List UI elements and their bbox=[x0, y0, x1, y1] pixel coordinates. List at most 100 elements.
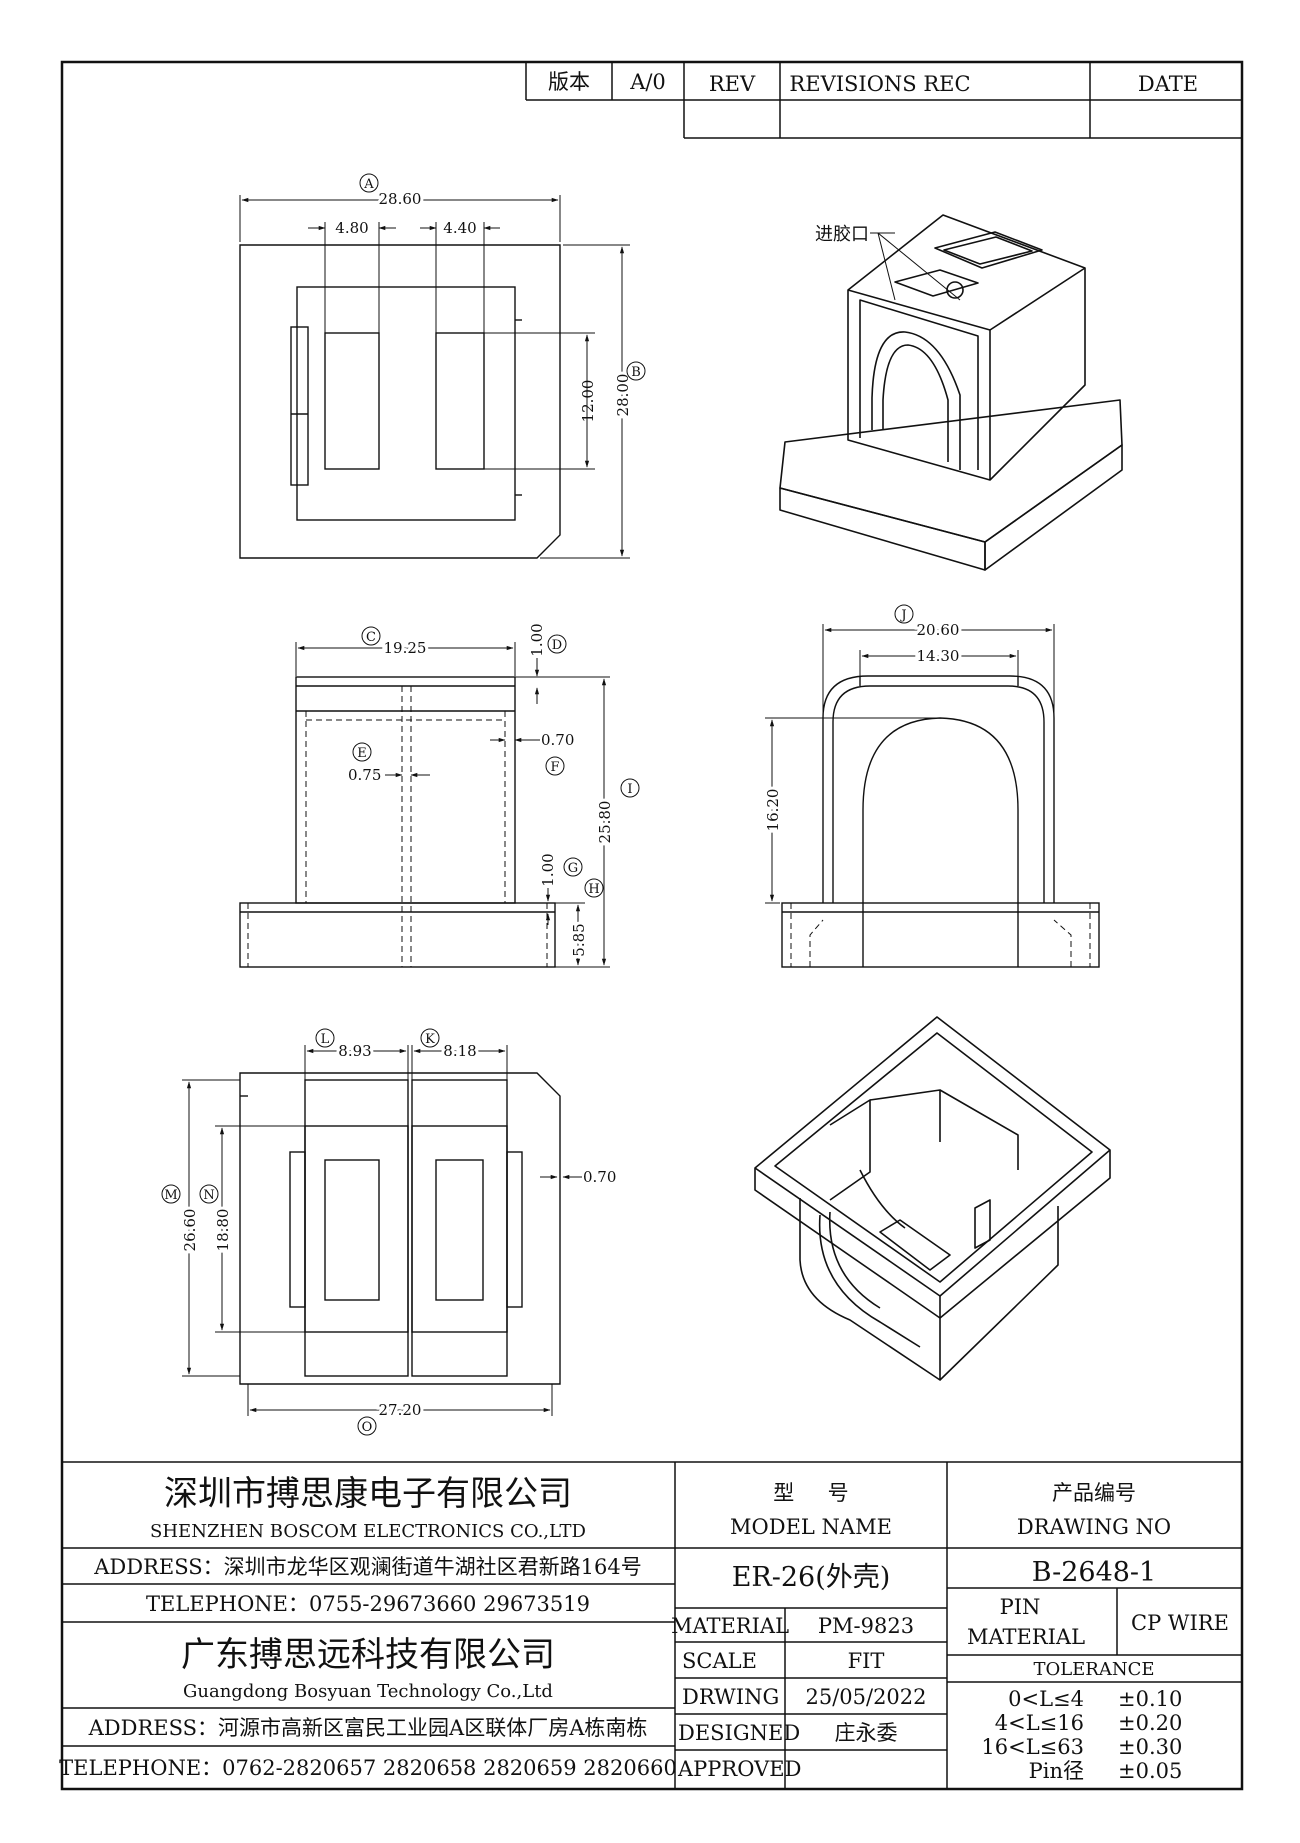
material-label: MATERIAL bbox=[671, 1614, 789, 1638]
isometric-top-view bbox=[779, 214, 1123, 571]
drawing-no-value: B-2648-1 bbox=[1032, 1557, 1156, 1588]
svg-text:A: A bbox=[363, 177, 374, 192]
dim-0-70-bottom: 0.70 bbox=[583, 1168, 616, 1186]
dim-28-60: 28.60 bbox=[379, 190, 422, 208]
label-O: O bbox=[357, 1416, 377, 1436]
company1-cn: 深圳市搏思康电子有限公司 bbox=[164, 1474, 572, 1514]
svg-text:K: K bbox=[425, 1032, 435, 1047]
material-value: PM-9823 bbox=[818, 1614, 914, 1638]
front-view bbox=[239, 676, 556, 968]
dim-14-30: 14.30 bbox=[917, 647, 960, 665]
dim-18-80: 18.80 bbox=[214, 1209, 232, 1252]
tolerance-range-2: 4<L≤16 bbox=[995, 1711, 1084, 1735]
top-view-dim-lines bbox=[239, 195, 630, 559]
scale-label: SCALE bbox=[682, 1649, 757, 1673]
front-view-dim-lines bbox=[295, 642, 610, 968]
address1: ADDRESS：深圳市龙华区观澜街道牛湖社区君新路164号 bbox=[93, 1555, 641, 1579]
side-view-hidden-lines bbox=[790, 903, 1091, 967]
dim-25-80: 25.80 bbox=[596, 801, 614, 844]
tolerance-value-4: ±0.05 bbox=[1118, 1759, 1182, 1783]
dim-8-93: 8.93 bbox=[338, 1042, 371, 1060]
title-block bbox=[62, 1461, 1242, 1789]
label-K: K bbox=[420, 1028, 440, 1048]
pin-material-value: CP WIRE bbox=[1131, 1611, 1229, 1635]
label-G: G bbox=[563, 857, 583, 877]
tolerance-range-4: Pin径 bbox=[1029, 1759, 1084, 1783]
tolerance-value-3: ±0.30 bbox=[1118, 1735, 1182, 1759]
company1-en: SHENZHEN BOSCOM ELECTRONICS CO.,LTD bbox=[150, 1521, 586, 1542]
svg-text:C: C bbox=[366, 630, 376, 645]
version-value: A/0 bbox=[629, 70, 666, 94]
svg-text:G: G bbox=[568, 861, 578, 876]
approved-label: APPROVED bbox=[677, 1757, 801, 1781]
svg-text:进胶口: 进胶口 bbox=[815, 224, 869, 245]
drawing-date-label: DRWING bbox=[682, 1685, 779, 1709]
dim-26-60: 26.60 bbox=[181, 1209, 199, 1252]
dim-28-00: 28.00 bbox=[614, 374, 632, 417]
company2-en: Guangdong Bosyuan Technology Co.,Ltd bbox=[183, 1681, 553, 1702]
label-A: A bbox=[359, 173, 379, 193]
svg-text:M: M bbox=[164, 1188, 177, 1203]
top-view bbox=[239, 244, 561, 559]
gate-label: 进胶口 bbox=[815, 224, 961, 301]
dim-12-00: 12.00 bbox=[579, 380, 597, 423]
drawing-no-en: DRAWING NO bbox=[1017, 1515, 1171, 1539]
svg-text:F: F bbox=[550, 760, 559, 775]
svg-text:O: O bbox=[362, 1420, 373, 1435]
dim-1-00-top: 1.00 bbox=[528, 623, 546, 656]
dim-5-85: 5.85 bbox=[570, 923, 588, 956]
dim-0-70: 0.70 bbox=[541, 731, 574, 749]
telephone2: TELEPHONE：0762-2820657 2820658 2820659 2… bbox=[59, 1756, 677, 1780]
tolerance-range-1: 0<L≤4 bbox=[1008, 1687, 1084, 1711]
label-D: D bbox=[547, 634, 567, 654]
svg-text:B: B bbox=[631, 365, 641, 380]
label-F: F bbox=[545, 756, 565, 776]
address2: ADDRESS：河源市高新区富民工业园A区联体厂房A栋南栋 bbox=[88, 1716, 648, 1740]
model-name-cn: 型 号 bbox=[773, 1481, 848, 1505]
pin-label: PIN bbox=[1000, 1595, 1041, 1619]
label-L: L bbox=[315, 1028, 335, 1048]
model-value: ER-26(外壳) bbox=[732, 1562, 891, 1593]
pin-material-label: MATERIAL bbox=[967, 1625, 1085, 1649]
scale-value: FIT bbox=[848, 1649, 885, 1673]
label-N: N bbox=[199, 1184, 219, 1204]
label-C: C bbox=[361, 626, 381, 646]
label-M: M bbox=[161, 1184, 181, 1204]
dim-19-25: 19.25 bbox=[384, 639, 427, 657]
revisions-label: REVISIONS REC bbox=[789, 72, 970, 96]
version-label: 版本 bbox=[548, 70, 590, 94]
bottom-view bbox=[239, 1072, 561, 1385]
revision-block bbox=[525, 62, 1242, 139]
dim-1-00-base: 1.00 bbox=[539, 853, 557, 886]
svg-text:E: E bbox=[357, 746, 367, 761]
tolerance-value-1: ±0.10 bbox=[1118, 1687, 1182, 1711]
svg-text:J: J bbox=[899, 608, 906, 623]
designed-label: DESIGNED bbox=[678, 1721, 800, 1745]
dim-20-60: 20.60 bbox=[917, 621, 960, 639]
side-view-dim-lines bbox=[765, 624, 1055, 904]
tolerance-range-3: 16<L≤63 bbox=[981, 1735, 1084, 1759]
svg-text:N: N bbox=[203, 1188, 214, 1203]
dim-16-20: 16.20 bbox=[764, 789, 782, 832]
telephone1: TELEPHONE：0755-29673660 29673519 bbox=[146, 1592, 590, 1616]
tolerance-value-2: ±0.20 bbox=[1118, 1711, 1182, 1735]
bottom-view-dim-lines bbox=[182, 1045, 582, 1416]
svg-text:H: H bbox=[588, 882, 599, 897]
label-I: I bbox=[620, 778, 640, 798]
drawing-border bbox=[60, 60, 1244, 1791]
company2-cn: 广东搏思远科技有限公司 bbox=[181, 1635, 555, 1675]
drawing-no-cn: 产品编号 bbox=[1052, 1481, 1136, 1505]
dim-27-20: 27.20 bbox=[379, 1401, 422, 1419]
dim-0-75: 0.75 bbox=[348, 766, 381, 784]
tolerance-label: TOLERANCE bbox=[1033, 1659, 1154, 1680]
label-H: H bbox=[584, 878, 604, 898]
model-name-en: MODEL NAME bbox=[730, 1515, 892, 1539]
label-E: E bbox=[352, 742, 372, 762]
svg-text:D: D bbox=[552, 638, 562, 653]
label-J: J bbox=[894, 604, 914, 624]
rev-label: REV bbox=[709, 72, 756, 96]
designed-value: 庄永委 bbox=[835, 1721, 898, 1745]
dim-8-18: 8.18 bbox=[443, 1042, 476, 1060]
side-view bbox=[781, 675, 1100, 968]
